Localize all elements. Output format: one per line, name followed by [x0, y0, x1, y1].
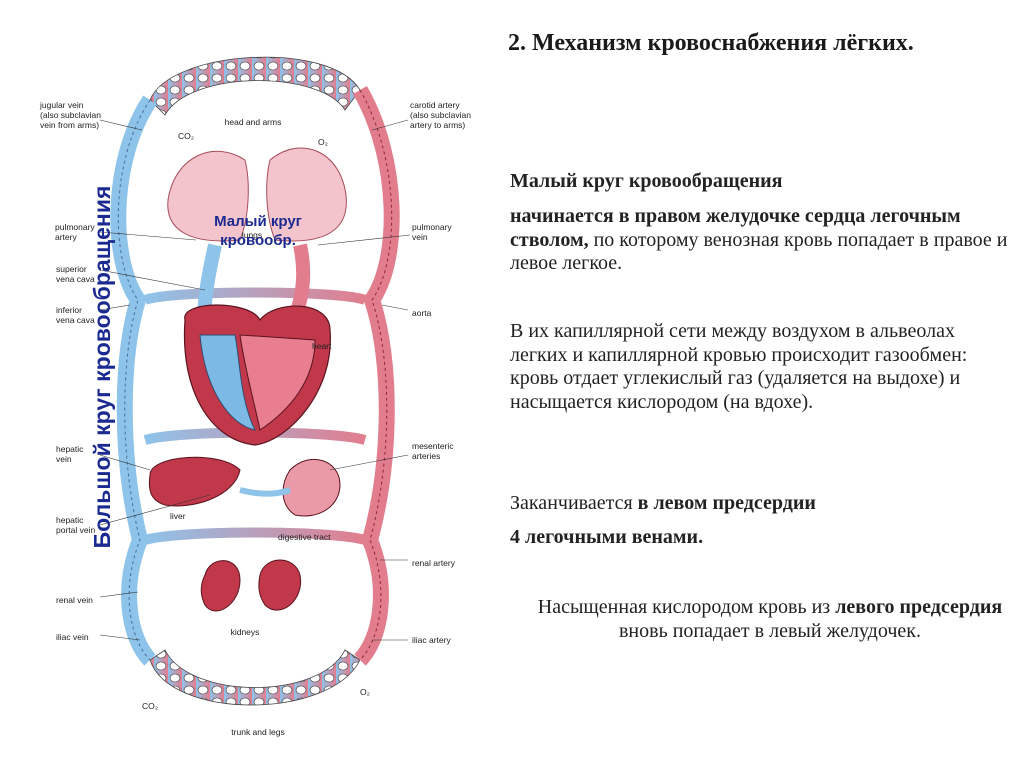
label-kidneys: kidneys: [230, 627, 260, 637]
label-inferior-vena-cava: inferior vena cava: [56, 305, 95, 325]
label-hepatic-vein: hepatic vein: [56, 444, 84, 464]
paragraph-end-bold: в левом предсердии: [637, 492, 816, 514]
label-o2-bottom: O₂: [360, 687, 370, 697]
systemic-circulation-label: Большой круг кровообращения: [89, 185, 115, 549]
label-renal-vein: renal vein: [56, 595, 93, 605]
label-heart: heart: [312, 341, 332, 351]
pulmonary-circulation-label: Малый круг кровообр.: [214, 213, 302, 249]
label-o2-top: O₂: [318, 137, 328, 147]
paragraph-start-rest: по которому венозная кровь попадает в пр…: [510, 228, 1008, 275]
label-head-arms: head and arms: [224, 117, 282, 127]
paragraph-start-bold: начинается в правом желудочке сердца лег…: [510, 205, 961, 251]
left-lung: [266, 147, 347, 242]
paragraph-start: начинается в правом желудочке сердца лег…: [510, 205, 1010, 276]
paragraph-final: Насыщенная кислородом кровь из левого пр…: [530, 596, 1010, 643]
digestive-tract: [282, 458, 341, 517]
label-hepatic-portal: hepatic portal vein: [56, 515, 96, 535]
liver: [148, 456, 241, 507]
left-kidney: [200, 560, 241, 612]
circulation-svg: [99, 56, 411, 706]
label-carotid: carotid artery (also subclavian artery t…: [410, 100, 471, 130]
label-mesenteric: mesenteric arteries: [412, 441, 454, 461]
paragraph-end-plain: Заканчивается: [510, 492, 638, 514]
aorta-vessel: [353, 86, 400, 666]
head-capillaries: [149, 56, 361, 116]
right-kidney: [258, 559, 302, 611]
label-digestive: digestive tract: [278, 532, 331, 542]
label-iliac-vein: iliac vein: [56, 632, 89, 642]
paragraph-gas-exchange: В их капиллярной сети между воздухом в а…: [510, 320, 968, 413]
paragraph-end: Заканчивается в левом предсердии: [510, 492, 1010, 516]
label-trunk-legs: trunk and legs: [231, 727, 285, 737]
final-bold: левого предсердия: [835, 596, 1003, 618]
label-lungs: lungs: [241, 230, 263, 240]
label-renal-artery: renal artery: [412, 558, 455, 568]
label-pulmonary-vein: pulmonary vein: [412, 222, 452, 242]
label-co2-bottom: CO₂: [142, 701, 159, 711]
circulatory-diagram: jugular vein (also subclavian vein from …: [40, 56, 471, 737]
final-plain-1: Насыщенная кислородом кровь из: [537, 596, 836, 618]
label-iliac-artery: iliac artery: [412, 635, 451, 645]
final-plain-2: вновь попадает в левый желудочек.: [618, 619, 921, 642]
legs-capillaries: [149, 649, 361, 706]
label-co2-top: CO₂: [178, 131, 195, 141]
slide-subtitle: Малый круг кровообращения: [510, 170, 783, 192]
label-jugular: jugular vein (also subclavian vein from …: [40, 100, 101, 130]
paragraph-veins: 4 легочными венами.: [510, 526, 704, 548]
label-aorta: aorta: [412, 308, 432, 318]
label-superior-vena-cava: superior vena cava: [56, 264, 95, 284]
label-pulmonary-artery: pulmonary artery: [55, 222, 95, 242]
right-lung: [167, 150, 249, 242]
label-liver: liver: [170, 511, 186, 521]
slide-title: 2. Механизм кровоснабжения лёгких.: [508, 30, 914, 56]
